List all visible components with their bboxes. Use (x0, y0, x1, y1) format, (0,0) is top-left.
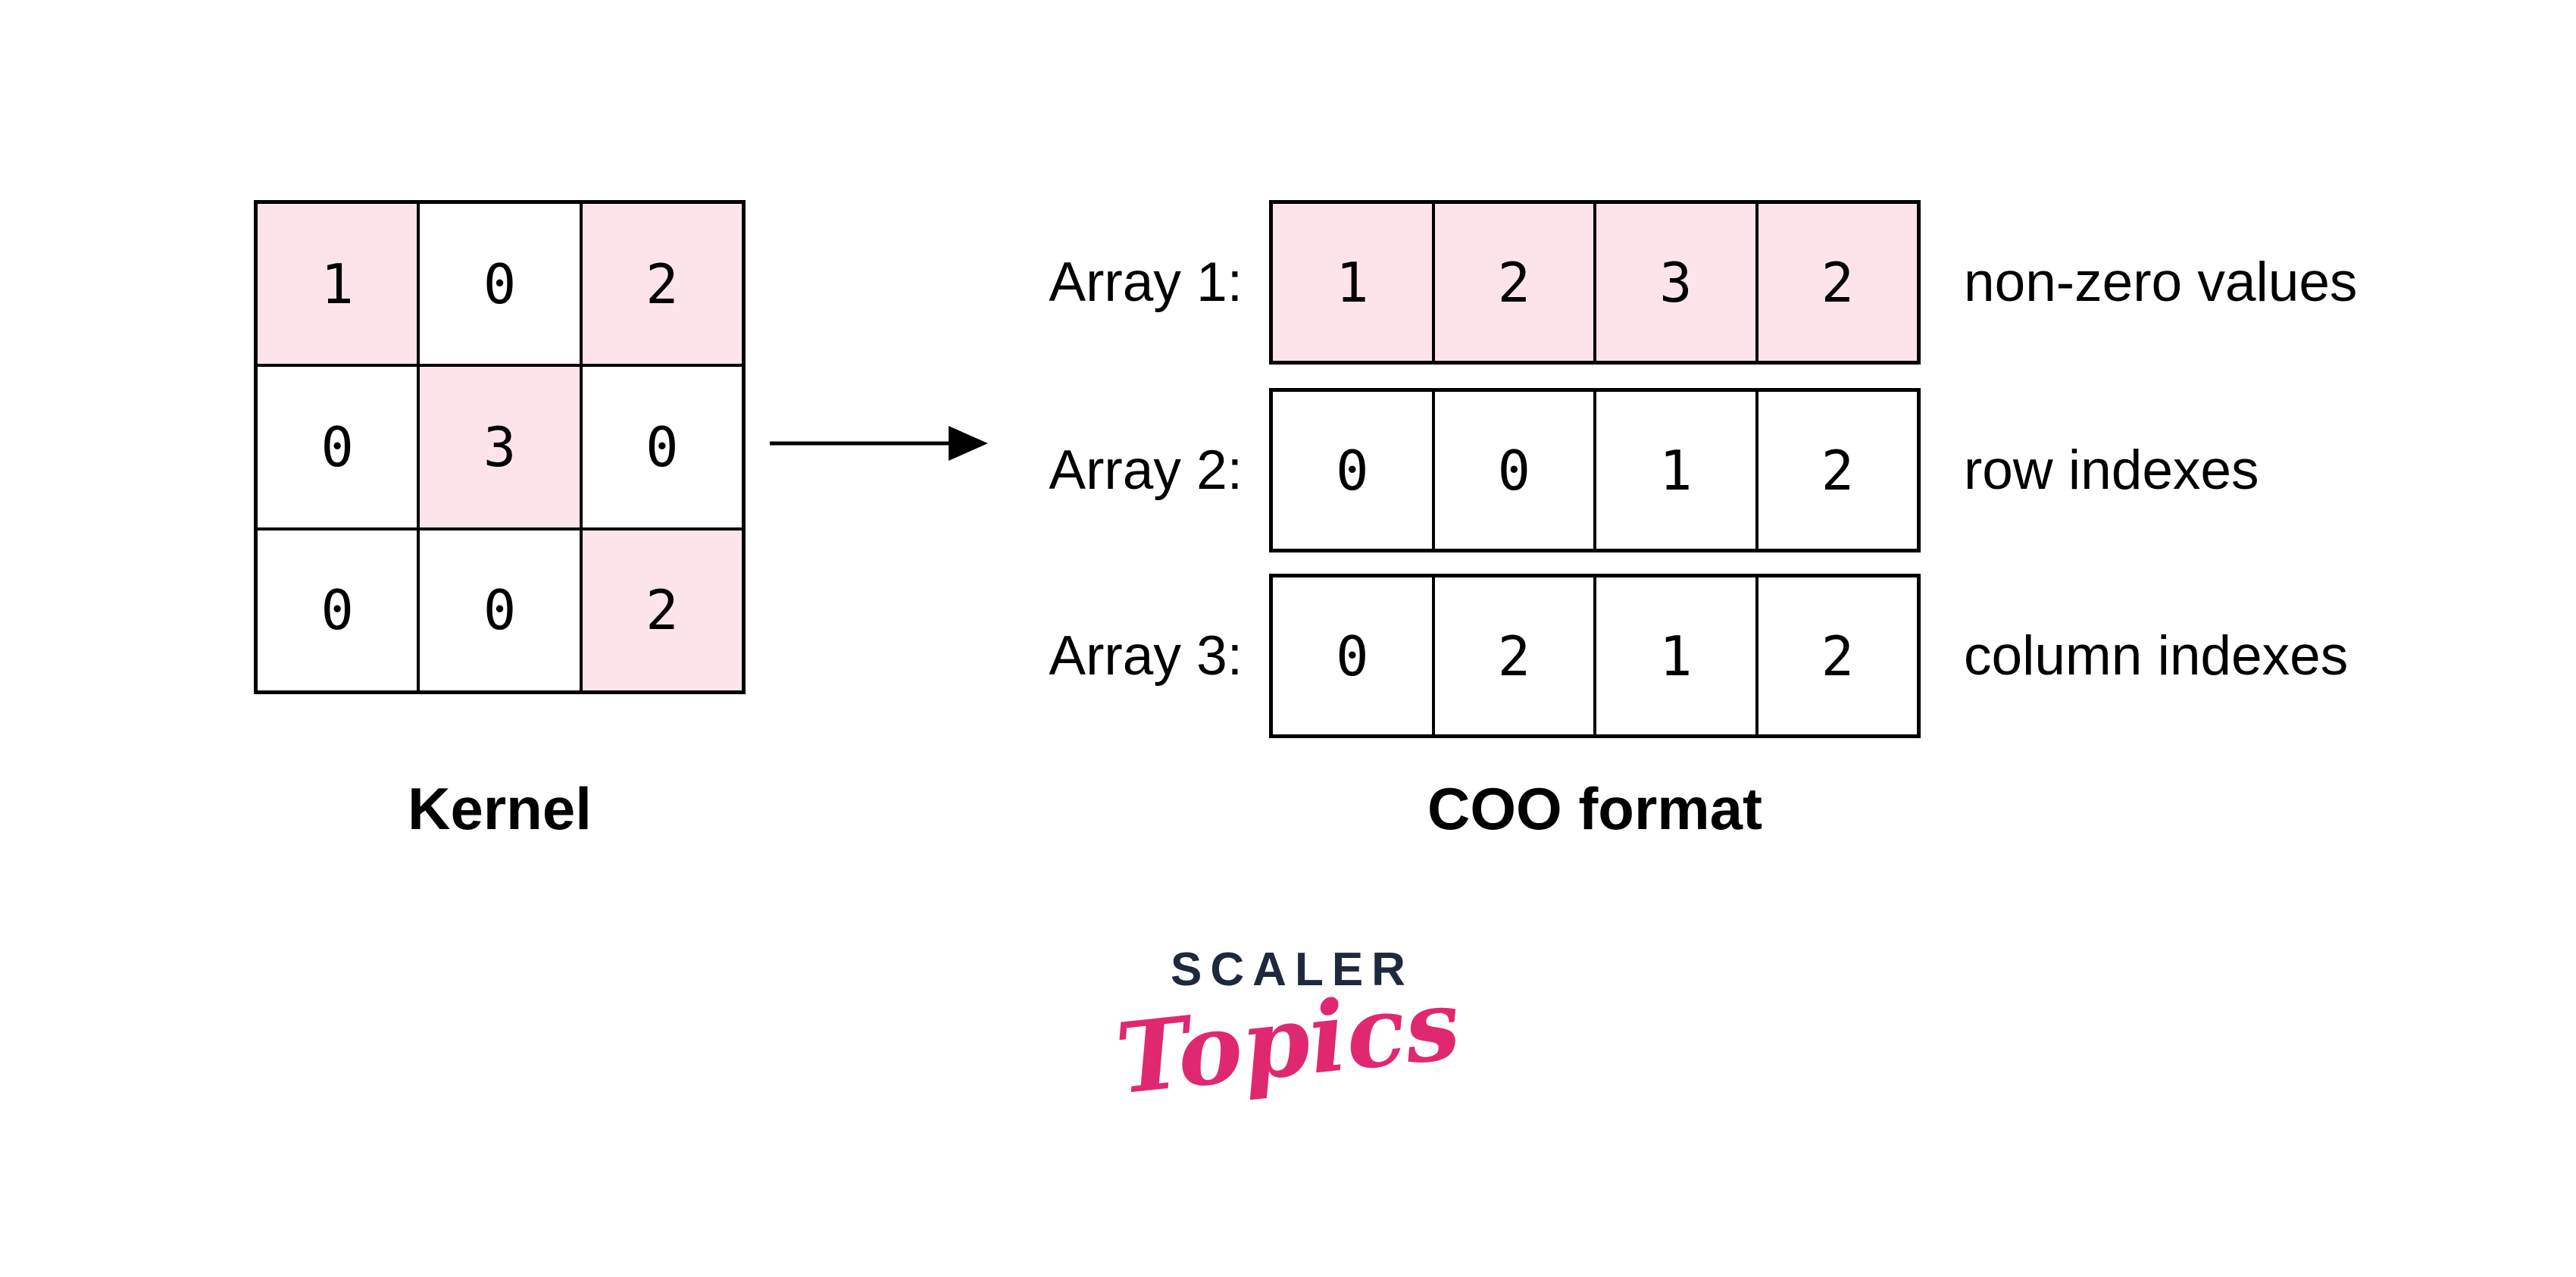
kernel-cell: 0 (256, 528, 419, 692)
array-cell: 2 (1756, 202, 1918, 362)
array-1-note: non-zero values (1964, 252, 2358, 313)
array-3-values: 0 2 1 2 (1269, 574, 1921, 738)
right-arrow-icon (770, 426, 988, 461)
array-3-label: Array 3: (1049, 625, 1243, 687)
array-3-note: column indexes (1964, 625, 2349, 687)
kernel-cell: 0 (580, 365, 743, 529)
array-cell: 1 (1595, 576, 1757, 736)
array-2-note: row indexes (1964, 440, 2259, 501)
kernel-cell: 1 (256, 202, 419, 366)
array-1-values: 1 2 3 2 (1269, 200, 1921, 365)
array-cell: 0 (1433, 390, 1595, 550)
array-cell: 0 (1271, 390, 1433, 550)
kernel-cell: 0 (256, 365, 419, 529)
kernel-cell: 3 (418, 365, 581, 529)
array-cell: 3 (1595, 202, 1757, 362)
kernel-matrix: 1 0 2 0 3 0 0 0 2 (254, 200, 746, 694)
array-2-values: 0 0 1 2 (1269, 388, 1921, 552)
kernel-caption: Kernel (408, 775, 592, 842)
array-cell: 2 (1433, 576, 1595, 736)
kernel-cell: 2 (580, 528, 743, 692)
scaler-topics-logo: SCALER Topics (1061, 944, 1515, 1116)
array-1-label: Array 1: (1049, 252, 1243, 313)
kernel-cell: 2 (580, 202, 743, 366)
kernel-cell: 0 (418, 528, 581, 692)
array-2-label: Array 2: (1049, 440, 1243, 501)
array-cell: 1 (1595, 390, 1757, 550)
array-cell: 1 (1271, 202, 1433, 362)
kernel-cell: 0 (418, 202, 581, 366)
array-cell: 2 (1433, 202, 1595, 362)
coo-format-caption: COO format (1427, 775, 1763, 842)
array-cell: 2 (1756, 576, 1918, 736)
array-cell: 0 (1271, 576, 1433, 736)
array-cell: 2 (1756, 390, 1918, 550)
logo-brand-text: SCALER (1171, 944, 1414, 996)
